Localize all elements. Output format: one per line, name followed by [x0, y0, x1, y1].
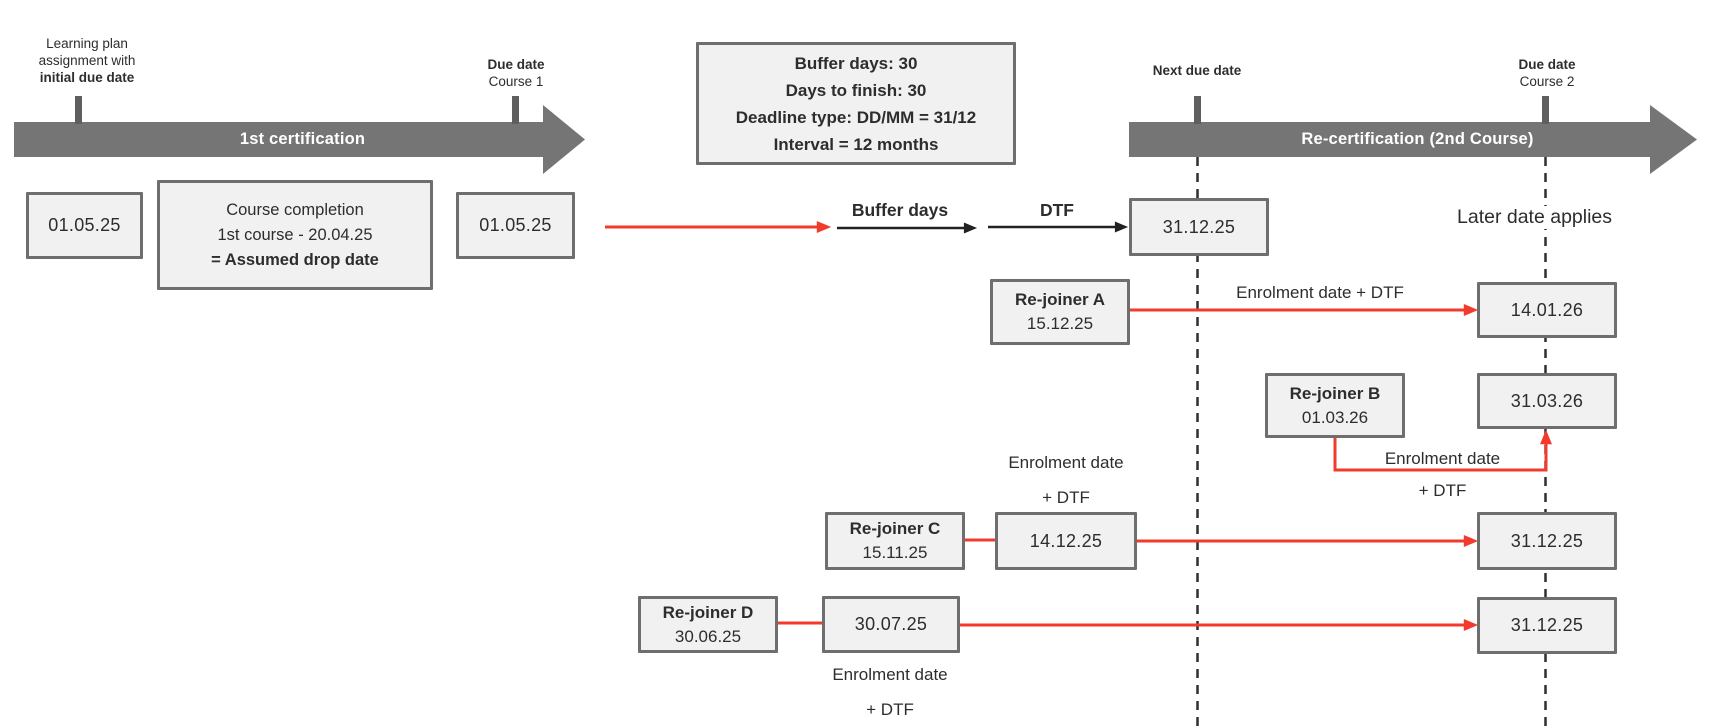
- rejoiner-c-date: 15.11.25: [862, 543, 928, 562]
- due-date-course1-value: 01.05.25: [479, 215, 552, 235]
- rejoiner-d-result-value: 31.12.25: [1510, 615, 1584, 635]
- course-completion-line2: 1st course - 20.04.25: [217, 225, 373, 244]
- rejoiner-d-mid-box: 30.07.25: [822, 596, 960, 653]
- tick-initial-due-date: [75, 96, 82, 124]
- rejoiner-d-path-label-line1: Enrolment date: [832, 665, 948, 684]
- rejoiner-a-box: Re-joiner A 15.12.25: [990, 279, 1130, 345]
- tick-next-due-date: [1194, 96, 1201, 124]
- buffer-days-flow-label: Buffer days: [851, 200, 949, 220]
- assumed-drop-date-line: = Assumed drop date: [211, 250, 379, 269]
- rejoiner-d-mid-value: 30.07.25: [854, 614, 928, 634]
- rejoiner-d-box: Re-joiner D 30.06.25: [638, 596, 778, 653]
- learning-plan-line1: Learning plan: [46, 36, 128, 51]
- rejoiner-d-path-label-line2: + DTF: [866, 700, 914, 719]
- recertification-arrow: [1129, 105, 1697, 174]
- rejoiner-b-path-label-line2: + DTF: [1418, 481, 1467, 500]
- learning-plan-assignment-label: Learning plan assignment with initial du…: [18, 35, 156, 86]
- due-date-course2-label: Due date Course 2: [1487, 56, 1607, 90]
- tick-due-date-course2: [1542, 96, 1549, 124]
- rejoiner-c-mid-value: 14.12.25: [1029, 530, 1103, 551]
- buffer-days-param: Buffer days: 30: [794, 53, 918, 73]
- due-date-course1-title: Due date: [487, 57, 545, 72]
- interval-param: Interval = 12 months: [773, 134, 939, 154]
- rejoiner-c-mid-box: 14.12.25: [995, 512, 1137, 570]
- initial-due-date-box: 01.05.25: [26, 192, 143, 259]
- rejoiner-a-result-value: 14.01.26: [1510, 299, 1584, 320]
- rejoiner-d-date: 30.06.25: [674, 626, 742, 646]
- due-date-course1-subtitle: Course 1: [488, 74, 544, 89]
- rejoiner-d-name: Re-joiner D: [662, 602, 754, 622]
- rejoiner-a-result-box: 14.01.26: [1477, 282, 1617, 338]
- next-due-date-value: 31.12.25: [1162, 216, 1236, 237]
- later-date-applies-note: Later date applies: [1452, 206, 1618, 229]
- initial-due-date-label: initial due date: [39, 70, 135, 85]
- rejoiner-b-result-value: 31.03.26: [1510, 390, 1584, 411]
- rejoiner-c-box: Re-joiner C 15.11.25: [825, 512, 965, 570]
- rejoiner-c-result-box: 31.12.25: [1477, 512, 1617, 570]
- rejoiner-b-box: Re-joiner B 01.03.26: [1265, 373, 1405, 438]
- rejoiner-c-name: Re-joiner C: [849, 519, 941, 538]
- parameters-box: Buffer days: 30 Days to finish: 30 Deadl…: [696, 42, 1016, 165]
- learning-plan-line2: assignment with: [38, 53, 136, 68]
- next-due-date-box: 31.12.25: [1129, 198, 1269, 256]
- rejoiner-c-path-label-line1: Enrolment date: [1008, 453, 1124, 472]
- rejoiner-a-date: 15.12.25: [1026, 314, 1094, 333]
- rejoiner-c-result-value: 31.12.25: [1510, 530, 1584, 551]
- initial-due-date-value: 01.05.25: [48, 215, 121, 235]
- rejoiner-b-path-label-line1: Enrolment date: [1384, 449, 1501, 468]
- deadline-type-param: Deadline type: DD/MM = 31/12: [735, 107, 977, 127]
- rejoiner-b-date: 01.03.26: [1301, 407, 1369, 427]
- due-date-course2-title: Due date: [1518, 57, 1576, 72]
- tick-due-date-course1: [512, 96, 519, 124]
- course-completion-line1: Course completion: [226, 200, 364, 219]
- rejoiner-a-name: Re-joiner A: [1014, 290, 1106, 309]
- rejoiner-b-name: Re-joiner B: [1289, 383, 1381, 403]
- first-certification-bar-label: 1st certification: [239, 130, 366, 148]
- due-date-course2-subtitle: Course 2: [1519, 74, 1575, 89]
- days-to-finish-param: Days to finish: 30: [785, 80, 927, 100]
- rejoiner-d-result-box: 31.12.25: [1477, 597, 1617, 654]
- rejoiner-b-arrow: [1333, 429, 1552, 472]
- due-date-course1-label: Due date Course 1: [456, 56, 576, 90]
- due-date-course1-box: 01.05.25: [456, 192, 575, 259]
- next-due-date-label: Next due date: [1152, 63, 1242, 78]
- rejoiner-c-path-label-line2: + DTF: [1042, 488, 1090, 507]
- dtf-flow-label: DTF: [1039, 200, 1075, 220]
- first-certification-arrow: [14, 105, 585, 174]
- rejoiner-a-path-label: Enrolment date + DTF: [1236, 283, 1404, 302]
- rejoiner-b-result-box: 31.03.26: [1477, 373, 1617, 429]
- course-completion-box: Course completion 1st course - 20.04.25 …: [157, 180, 433, 290]
- recertification-bar-label: Re-certification (2nd Course): [1301, 130, 1534, 148]
